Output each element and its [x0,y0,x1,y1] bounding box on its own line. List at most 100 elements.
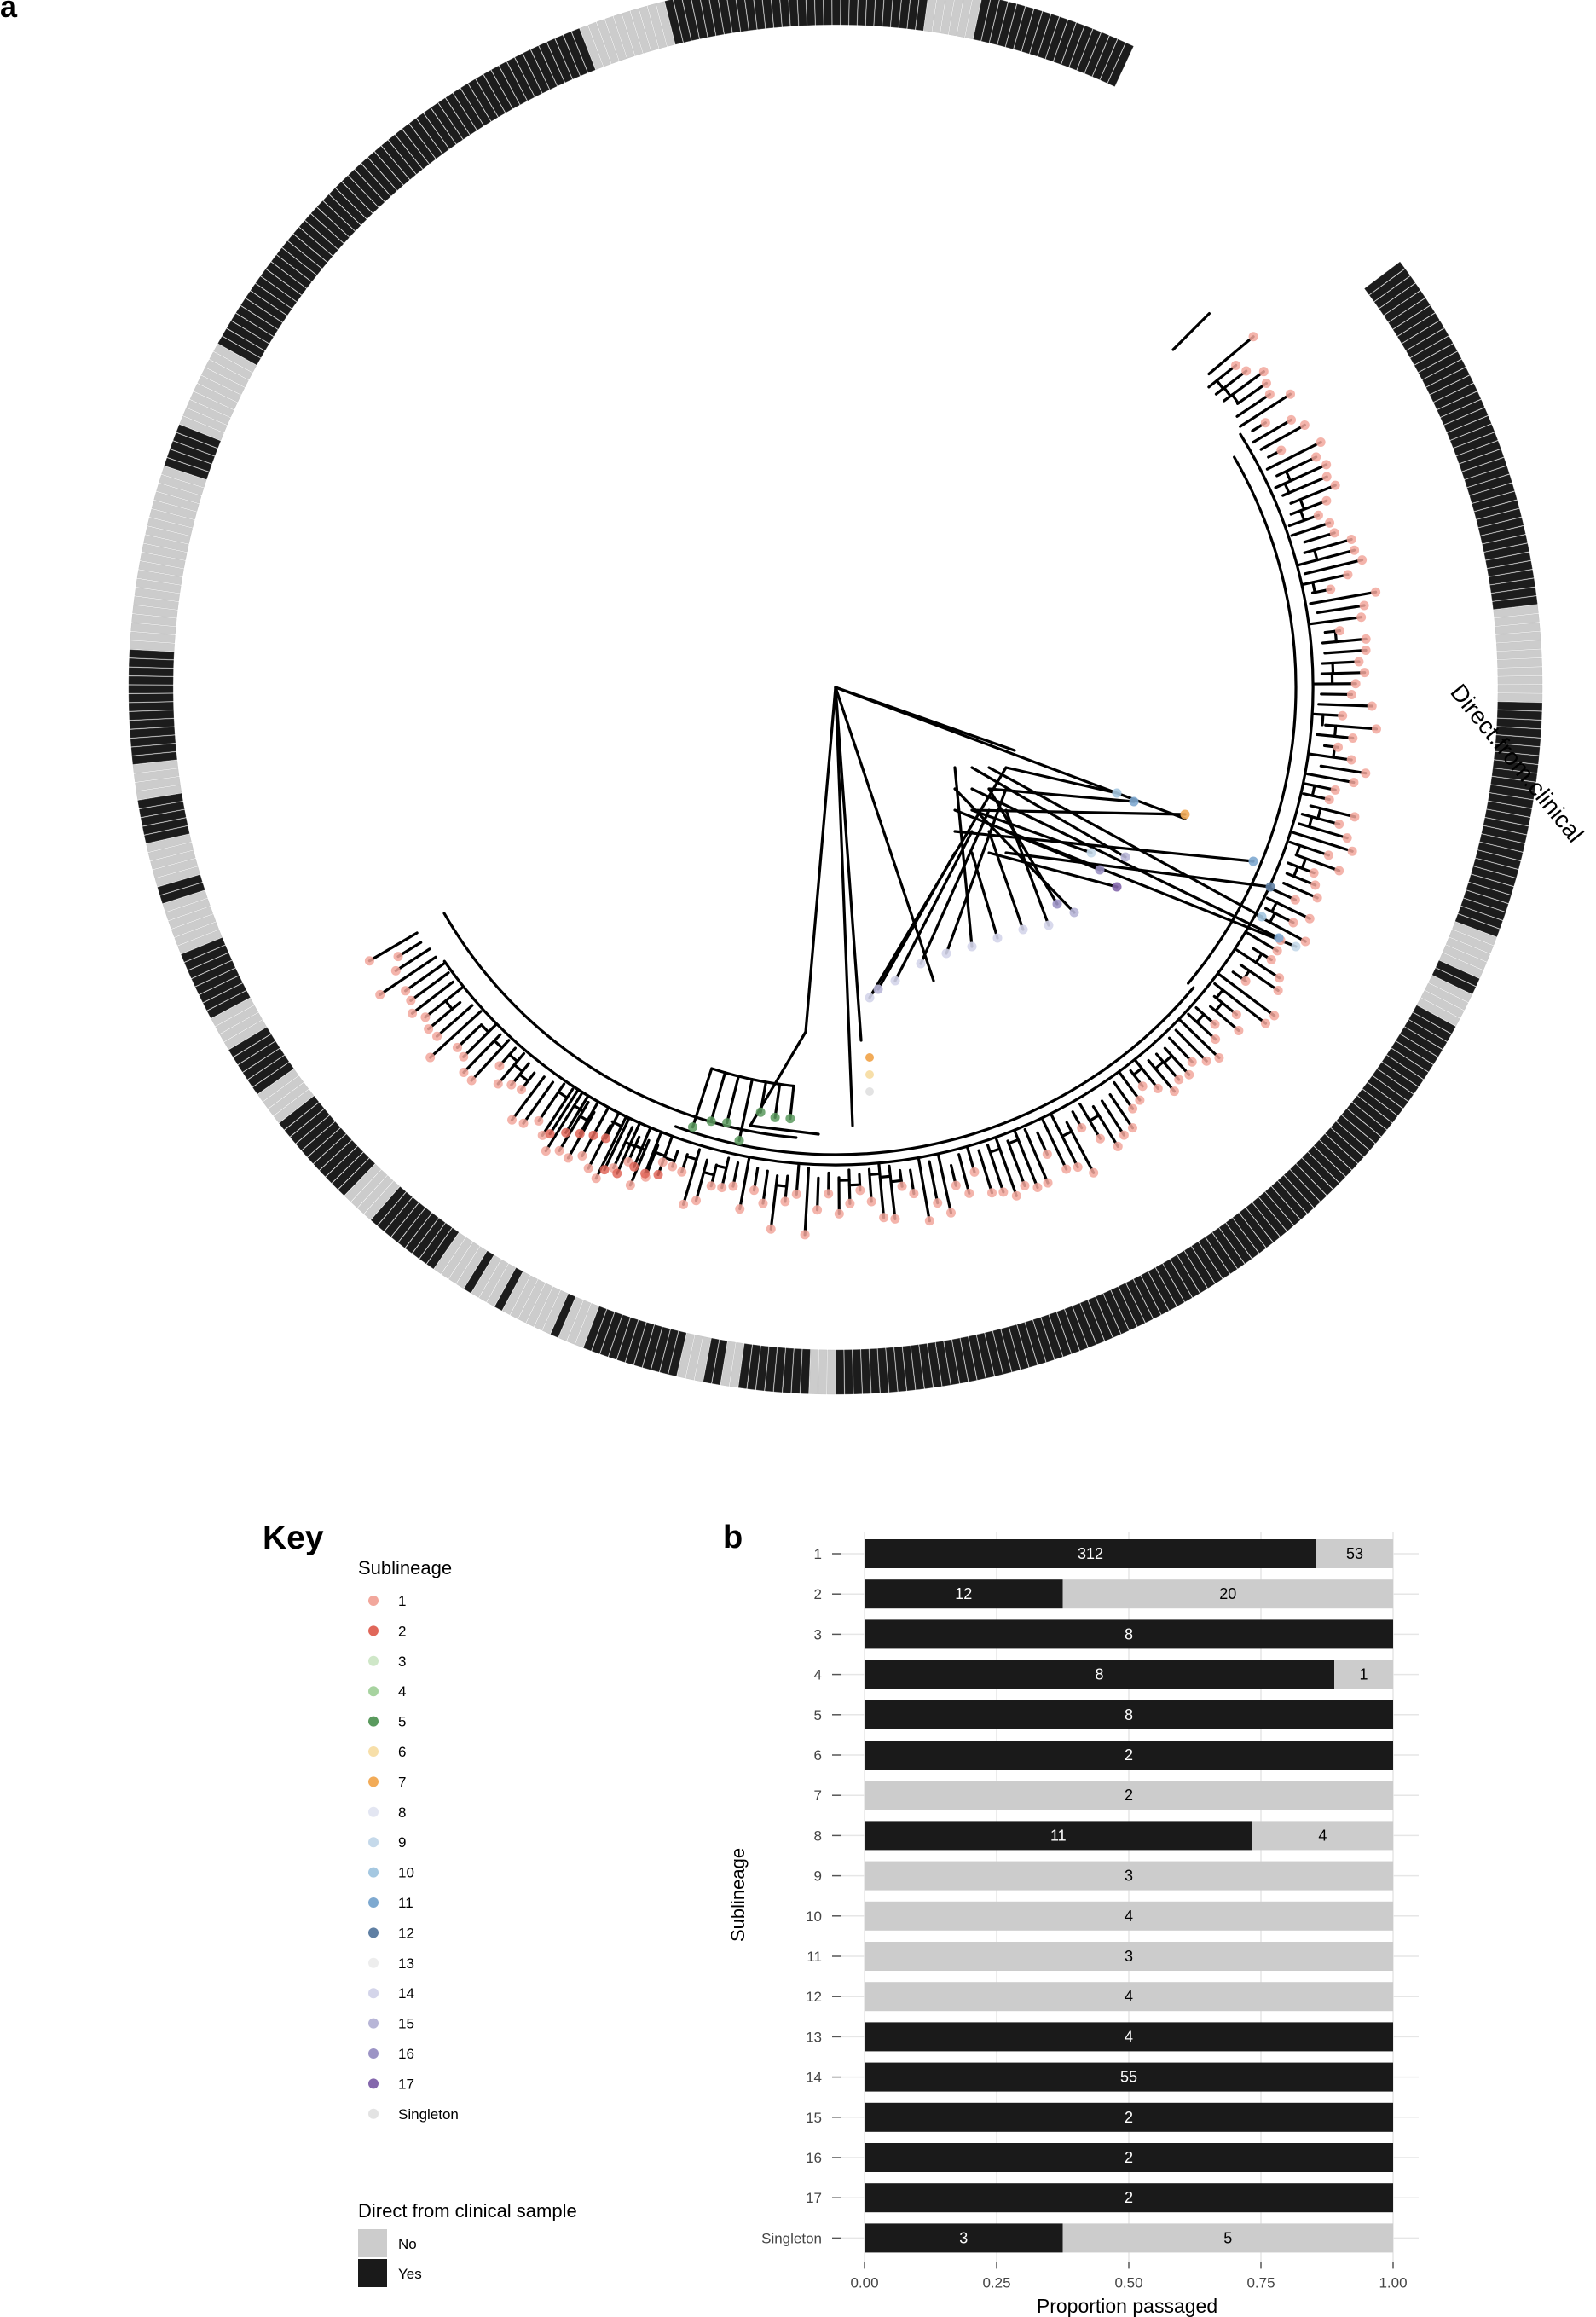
branch-tip-1 [1245,930,1279,953]
tip-sublineage-1 [933,1198,943,1208]
ring-segment [341,175,379,214]
tip-sublineage-1 [1234,1025,1244,1035]
ring-segment [319,1139,358,1177]
ring-segment [1491,768,1537,782]
ring-segment [170,441,215,464]
ring-segment [1025,1319,1046,1365]
ring-segment [744,0,757,31]
ring-segment [177,930,223,954]
ring-segment [491,66,520,109]
tip-sublineage-1 [517,1085,527,1095]
ring-segment [797,0,807,26]
ring-segment [1357,1088,1398,1123]
ring-segment [1391,1040,1434,1073]
tip-sublineage-2 [601,1133,611,1144]
ring-segment [1442,945,1487,970]
ring-segment [1445,937,1490,962]
ring-segment [782,1347,794,1393]
tip-sublineage-1 [897,1181,907,1191]
ring-segment [882,0,893,27]
tip-sublineage-1 [1350,679,1361,689]
ring-segment [468,78,499,122]
tip-sublineage-1 [1326,584,1336,594]
ring-segment [197,375,241,403]
x-tick-label: 0.00 [850,2274,878,2291]
ring-segment [147,517,193,536]
ring-segment [571,28,596,73]
ring-segment [1005,3,1026,49]
category-label-1: 1 [814,1546,822,1562]
ring-segment [1308,1145,1346,1184]
branch-tip-1 [1323,648,1368,655]
tip-sublineage-1 [1334,866,1344,876]
tip-sublineage-17 [1112,882,1122,892]
ring-segment [135,776,181,791]
ring-segment [348,169,385,208]
ring-segment [140,552,186,569]
ring-segment [141,809,187,826]
ring-segment [591,1309,615,1354]
ring-segment [985,1330,1003,1376]
branch-tip-1 [455,1024,482,1050]
ring-segment [844,1349,853,1395]
tip-sublineage-5 [687,1122,697,1132]
ring-segment [1477,517,1524,536]
tip-sublineage-1 [1348,733,1358,743]
ring-segment [1013,6,1034,52]
category-label-Singleton: Singleton [761,2230,822,2246]
ring-segment [1392,305,1436,337]
sublineage-6-swatch [368,1746,379,1757]
branch-tip-1 [1300,813,1341,826]
ring-segment [1425,367,1470,395]
branch-tip-1 [1147,1058,1177,1093]
bar-label-17-yes: 2 [1125,2189,1133,2206]
branch-tip-17 [987,851,1119,889]
ring-segment [131,751,177,765]
tip-sublineage-1 [812,1205,823,1215]
bar-15-yes [864,2102,1393,2132]
ring-segment [156,483,202,504]
sublineage-5-swatch [368,1716,379,1727]
bar-17-yes [864,2183,1393,2213]
ring-segment [215,1005,258,1034]
ring-segment [1489,578,1535,594]
ring-segment [539,42,565,86]
ring-segment [1460,898,1506,921]
ring-segment [460,83,491,126]
sublineage-14-label: 14 [398,1985,414,2001]
sublineage-4-swatch [368,1686,379,1697]
tip-sublineage-1 [1300,936,1310,947]
bar-9-no [864,1861,1393,1891]
branch-tip-1 [1163,1046,1191,1076]
branch-tip-1 [1289,499,1328,516]
tip-sublineage-1 [1311,452,1321,462]
category-label-9: 9 [814,1868,822,1885]
branch-internal-1 [674,986,1195,1156]
ring-segment [129,657,174,669]
branch-tip-1 [1316,733,1355,740]
bar-2-yes [864,1579,1063,1609]
ring-segment [869,1348,881,1394]
ring-segment [1080,1300,1105,1345]
branch-tip-2 [616,1121,642,1175]
tip-sublineage-1 [1285,389,1295,399]
ring-segment [182,408,228,433]
ring-segment [201,367,246,395]
ring-segment [304,213,344,250]
branch-tip-1 [986,1144,1005,1194]
category-label-17: 17 [806,2190,822,2206]
ring-segment [911,1344,925,1390]
branch-tip-1 [587,1124,612,1170]
bar-y-axis-title: Sublineage [727,1848,749,1942]
ring-segment [130,640,175,652]
tip-sublineage-1 [998,1187,1009,1197]
branch-tip-1 [1217,972,1276,1017]
sublineage-11-swatch [368,1897,379,1908]
branch-trunk-1 [834,686,854,1127]
clinical-yes-swatch [358,2259,387,2287]
sublineage-2-label: 2 [398,1623,406,1639]
ring-segment [927,1341,942,1388]
branch-tip-10 [987,766,1264,918]
ring-segment [164,457,210,480]
